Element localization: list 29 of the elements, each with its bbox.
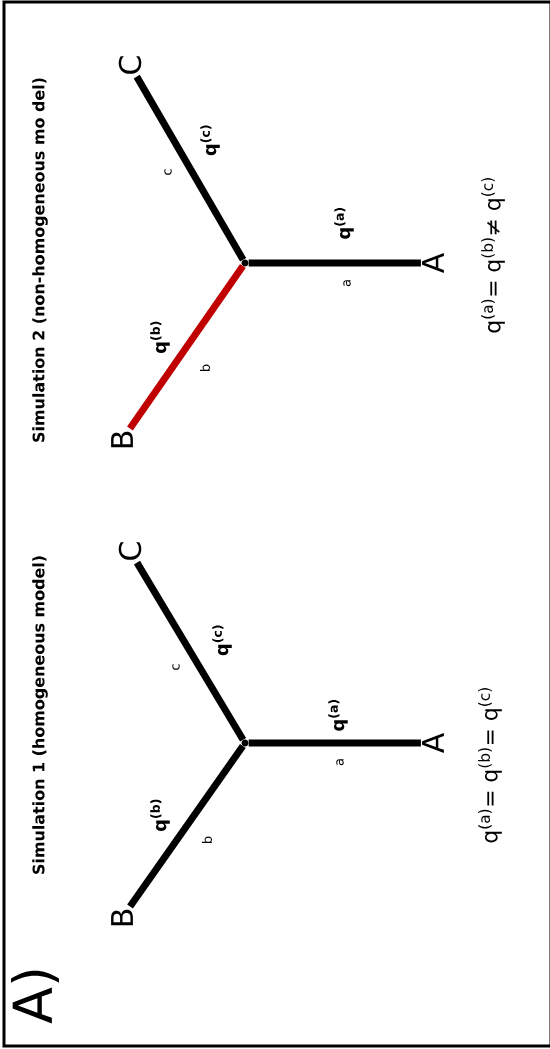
edge-label: b: [200, 364, 210, 371]
edge-label: a: [343, 280, 351, 287]
node-letter: A: [422, 733, 444, 753]
tree-branch: [133, 560, 247, 742]
junction-point: [241, 259, 249, 267]
equation: q$^{(a)}$= q$^{(b)}$≠ q$^{(c)}$: [481, 178, 505, 333]
edge-label: a: [336, 759, 344, 766]
parameter-label: q$^{(b)}$: [150, 799, 170, 832]
edge-label: c: [164, 169, 172, 175]
panel-title: Simulation 2 (non-homogeneous mo del): [32, 78, 48, 442]
parameter-label: q$^{(c)}$: [212, 625, 232, 656]
parameter-label: q$^{(a)}$: [328, 699, 348, 731]
junction-point: [241, 739, 249, 747]
tree-branch: [127, 264, 246, 431]
panel-title: Simulation 1 (homogeneous model): [32, 556, 48, 874]
parameter-label: q$^{(b)}$: [150, 321, 170, 354]
node-letter: C: [118, 56, 142, 74]
node-letter: A: [422, 253, 444, 273]
parameter-label: q$^{(c)}$: [200, 125, 220, 156]
node-letter: C: [118, 542, 142, 560]
node-letter: B: [111, 909, 133, 926]
node-letter: B: [111, 431, 133, 448]
edge-label: c: [172, 664, 180, 670]
tree-branch: [127, 744, 246, 909]
edge-label: b: [202, 836, 212, 843]
tree-branch: [133, 74, 247, 262]
equation: q$^{(a)}$= q$^{(b)}$= q$^{(c)}$: [478, 688, 502, 843]
parameter-label: q$^{(a)}$: [334, 207, 354, 239]
panel-label: A): [11, 970, 59, 1024]
